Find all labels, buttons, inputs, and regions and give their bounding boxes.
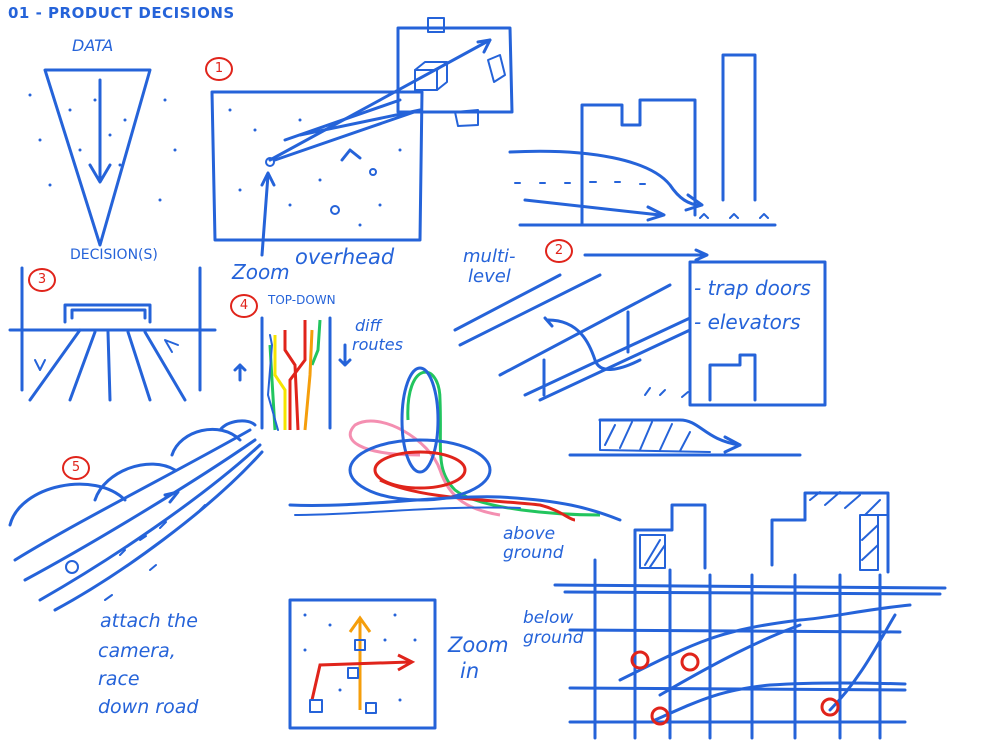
label-attach-3: race — [98, 668, 140, 690]
road-perspective-sketch — [8, 266, 217, 402]
label-attach-2: camera, — [98, 640, 176, 662]
label-below-ground: ground — [523, 628, 584, 648]
label-diff: diff — [355, 316, 382, 335]
overhead-zoom-sketch — [210, 17, 514, 257]
label-elevators: - elevators — [694, 310, 801, 334]
label-level: level — [468, 266, 511, 287]
loop-tracks-sketch — [288, 366, 622, 522]
sketch-number-5: 5 — [62, 456, 90, 480]
label-decisions: DECISION(S) — [70, 247, 158, 263]
label-routes: routes — [352, 335, 403, 354]
page-title: 01 - PRODUCT DECISIONS — [8, 4, 235, 22]
label-trap-doors: - trap doors — [694, 276, 811, 300]
label-top-down: TOP-DOWN — [268, 293, 336, 307]
label-above: above — [503, 524, 556, 544]
label-zoom-in-2: in — [460, 659, 480, 683]
sketch-number-2: 2 — [545, 239, 573, 263]
sketch-number-3: 3 — [28, 268, 56, 292]
tunnel-sketch — [8, 419, 264, 612]
funnel-diagram — [28, 68, 177, 247]
top-down-routes-sketch — [233, 316, 352, 431]
label-data: DATA — [72, 36, 114, 55]
label-overhead: overhead — [295, 245, 395, 269]
sketch-number-1: 1 — [205, 57, 233, 81]
label-below: below — [523, 608, 574, 628]
label-multi: multi- — [463, 246, 516, 267]
zoom-in-sketch — [288, 598, 437, 730]
label-zoom: Zoom — [232, 260, 290, 284]
multi-level-sketch — [453, 248, 827, 457]
label-attach-1: attach the — [100, 610, 198, 632]
sketch-number-4: 4 — [230, 294, 258, 318]
label-attach-4: down road — [98, 696, 199, 718]
label-above-ground: ground — [503, 543, 564, 563]
above-below-ground-sketch — [553, 491, 947, 740]
buildings-path-sketch — [508, 53, 777, 227]
label-zoom-in-1: Zoom — [448, 633, 509, 657]
